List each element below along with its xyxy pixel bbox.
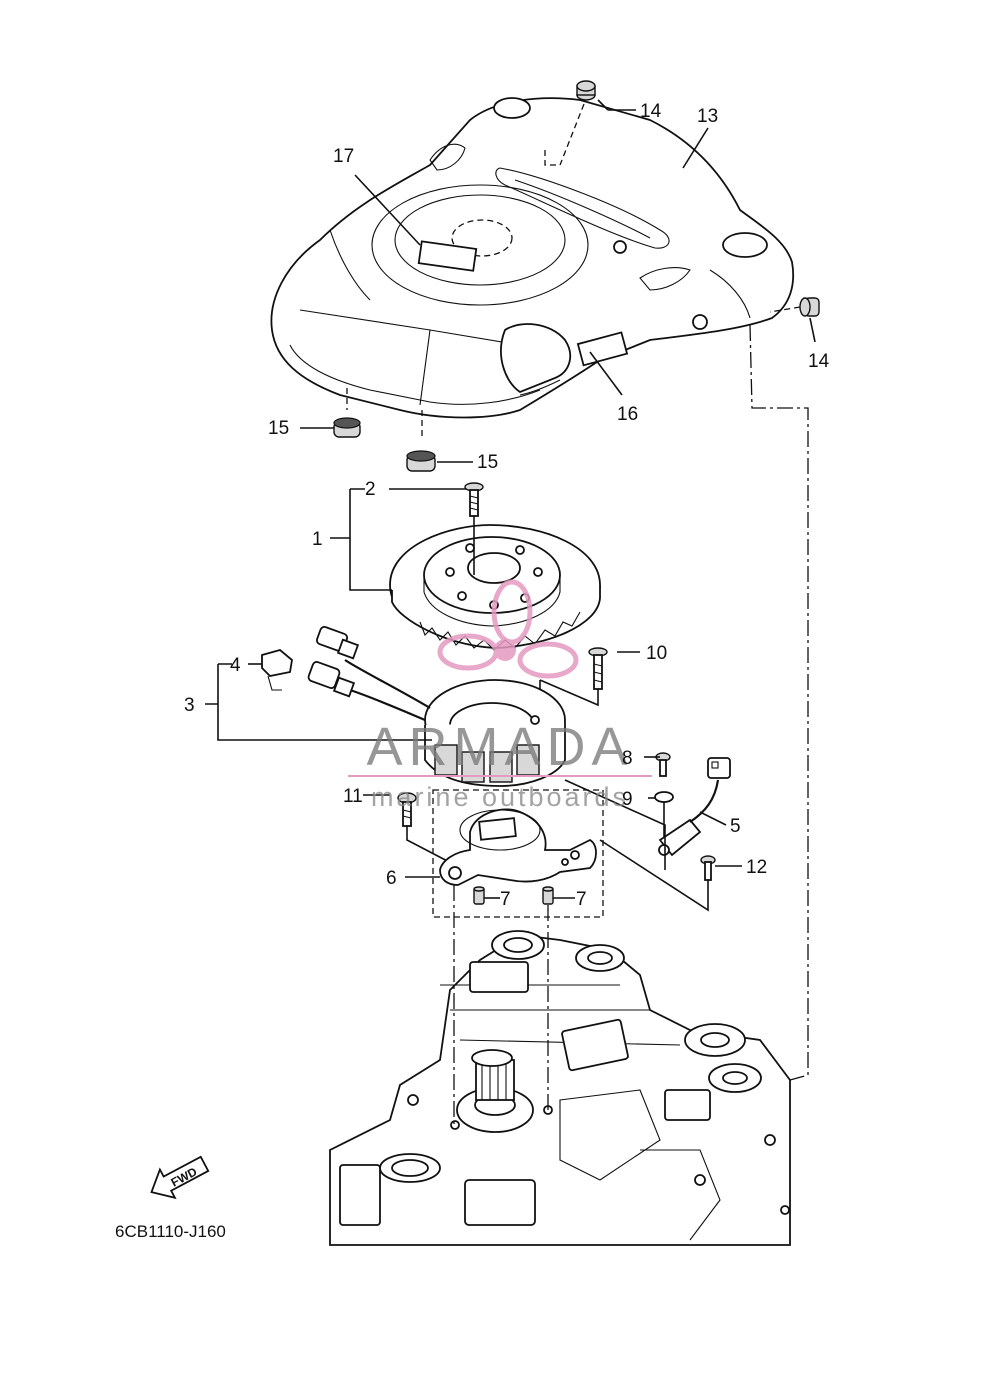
stator-base-plate: [439, 808, 597, 886]
stator-connector-a: [315, 625, 360, 660]
watermark-title: ARMADA: [366, 717, 633, 777]
callout-6: 6: [386, 868, 397, 889]
flywheel-cover: [270, 97, 795, 419]
callout-14-top: 14: [640, 101, 662, 122]
washer-9: [654, 791, 674, 803]
callout-12: 12: [746, 857, 767, 878]
callout-15-left: 15: [268, 418, 289, 439]
callout-7-left: 7: [500, 889, 511, 910]
callout-10: 10: [646, 643, 667, 664]
label-plate-17: [417, 240, 478, 272]
flywheel-bolt: [464, 482, 484, 517]
callout-11: 11: [343, 786, 363, 807]
crank-position-sensor: [658, 757, 731, 857]
callout-4: 4: [230, 655, 241, 676]
callout-7-right: 7: [576, 889, 587, 910]
screw-8: [655, 752, 671, 777]
watermark: ARMADA marine outboards: [348, 579, 652, 812]
rubber-mount-15-left: [333, 417, 361, 438]
bolt-11: [397, 792, 417, 827]
callout-14-side: 14: [808, 351, 830, 372]
callout-9: 9: [622, 789, 633, 810]
grommet-14-top: [576, 80, 596, 101]
label-plate-16: [576, 331, 629, 367]
callout-1: 1: [312, 529, 323, 550]
flywheel: [389, 524, 601, 651]
dowel-pin-7-right: [542, 886, 554, 905]
watermark-subtitle: marine outboards: [371, 782, 629, 812]
callout-15-right: 15: [477, 452, 498, 473]
callout-8: 8: [622, 748, 633, 769]
leader-lines: [205, 99, 816, 899]
engine-block: [329, 930, 791, 1246]
drawing-code: 6CB1110-J160: [115, 1222, 226, 1241]
bolt-12: [700, 855, 716, 881]
bracket-dashed-box: [432, 789, 604, 918]
callout-5: 5: [730, 816, 741, 837]
fwd-arrow: FWD: [150, 1155, 210, 1200]
bolt-10: [588, 647, 608, 690]
stator-connector-b: [307, 661, 356, 698]
callout-16: 16: [617, 404, 638, 425]
grommet-14-side: [799, 297, 820, 317]
callout-labels: 1 2 3 4 5 6 7 7 8 9 10 11 12 13 14 14 15…: [184, 101, 830, 910]
propeller-logo: [437, 579, 579, 679]
callout-2: 2: [365, 479, 376, 500]
rubber-mount-15-right: [406, 450, 436, 472]
callout-13: 13: [697, 106, 718, 127]
callout-17: 17: [333, 146, 354, 167]
callout-3: 3: [184, 695, 195, 716]
stator-assembly: [344, 659, 566, 787]
clamp-4: [261, 649, 293, 691]
dowel-pin-7-left: [473, 886, 485, 905]
